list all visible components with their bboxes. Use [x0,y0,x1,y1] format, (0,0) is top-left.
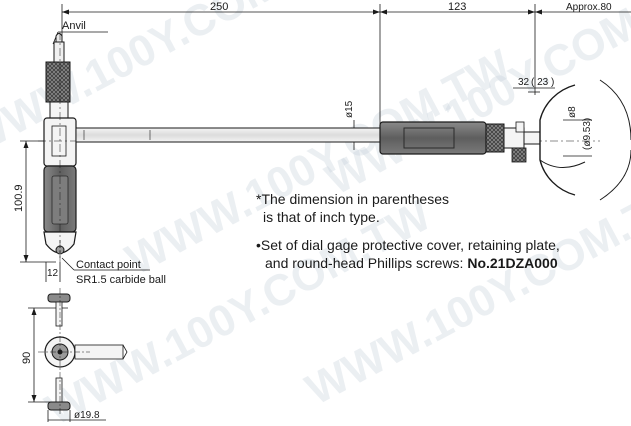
overall-length-dim: 250 [210,1,228,13]
end-view [28,288,128,422]
accessory-note: •Set of dial gage protective cover, reta… [256,236,560,272]
svg-text:WWW.100Y.COM.TW: WWW.100Y.COM.TW [318,0,631,205]
rod-length-dim: 123 [448,1,466,13]
grip-knurl [485,123,505,153]
stem-inset-inch-dim: ( 23 ) [531,77,554,88]
inch-note-line2: is that of inch type. [263,209,380,225]
height-dimension [20,140,56,263]
part-number: No.21DZA000 [467,255,558,271]
anvil-offset-dim: 12 [47,268,59,279]
clamp-screw [511,147,527,163]
stem-inset-dim: 32 [518,77,530,88]
handle-height-dim: 90 [21,352,33,364]
contact-point-label: Contact point [76,259,141,271]
grip-diameter-dim: ø19.8 [74,410,100,421]
top-dimensions [61,4,631,130]
stem-diameter-dim: ø8 [567,106,578,118]
stem-diameter-inch-dim: (ø9.53) [582,118,593,150]
inch-note-line1: *The dimension in parentheses [256,191,450,207]
contact-ball-label: SR1.5 carbide ball [76,274,166,286]
accessory-note-line2: and round-head Phillips screws: No.21DZA… [265,255,558,271]
anvil-label: Anvil [62,20,86,32]
knurled-collar [45,61,71,103]
head-approx-dim: Approx.80 [566,2,612,13]
rod-diameter-dim: ø15 [344,100,355,118]
height-dim: 100.9 [13,184,25,212]
inch-note: *The dimension in parentheses is that of… [256,190,449,226]
rod [75,127,381,143]
accessory-note-line1: •Set of dial gage protective cover, reta… [256,237,560,253]
